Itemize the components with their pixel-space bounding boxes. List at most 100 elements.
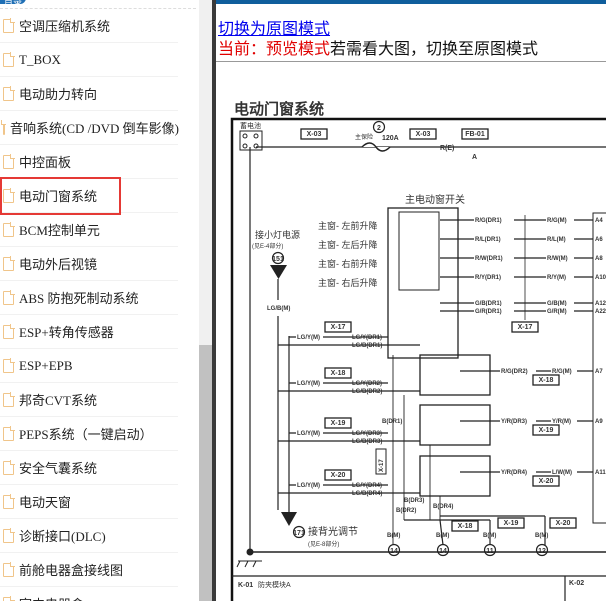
bcm-box: [592, 212, 606, 524]
label-bg: [500, 366, 536, 374]
label-bg: [474, 215, 514, 223]
footer-name: 防夹模块A: [258, 580, 291, 589]
pin-label: A11: [595, 470, 606, 476]
sidebar-item[interactable]: 电动天窗: [0, 485, 178, 519]
wire-label: R/W(DR1): [475, 256, 503, 262]
footer-code: K-02: [569, 580, 584, 587]
connector-label: FB-01: [465, 131, 485, 138]
pin-label: A12: [595, 301, 606, 307]
sidebar-item-label: 室内电器盒: [19, 594, 84, 601]
sidebar-item[interactable]: PEPS系统（一键启动）: [0, 417, 178, 451]
sidebar-item[interactable]: BCM控制单元: [0, 213, 178, 247]
label-bg: [296, 332, 323, 340]
sidebar-item-label: 电动外后视镜: [19, 257, 98, 272]
ground-icon: [236, 560, 262, 568]
wire-label: LG/B(DR2): [352, 389, 382, 395]
wire-label: B(DR4): [433, 504, 453, 510]
connector-box: [324, 417, 352, 429]
sidebar-item-label: ESP+EPB: [19, 357, 73, 373]
wire-label: B(M): [436, 533, 449, 539]
wire-label: LG/Y(M): [297, 483, 320, 489]
connector-box: [300, 128, 328, 140]
switch-title: 主电动窗开关: [405, 193, 465, 206]
switch-label: 主窗- 右前升降: [318, 258, 378, 269]
label-bg: [546, 234, 574, 242]
pin-label: A7: [595, 369, 603, 375]
connector-box: [532, 475, 560, 487]
label-bg: [474, 272, 514, 280]
connector-box: [511, 321, 539, 333]
sidebar-item[interactable]: 电动外后视镜: [0, 247, 178, 281]
connector-box: [409, 128, 437, 140]
sidebar-scrollbar-thumb[interactable]: [199, 345, 212, 601]
node-circle: [292, 525, 306, 539]
pin-label: A8: [595, 256, 603, 262]
wire-label: R/G(M): [547, 218, 567, 224]
wire-label: Y/R(M): [552, 419, 571, 425]
sidebar-tab[interactable]: 目录: [0, 0, 26, 7]
connector-label: X-20: [331, 472, 346, 479]
current-mode-label: 当前：预览模式: [218, 39, 331, 58]
sidebar-item-label: 电动门窗系统: [19, 189, 98, 204]
pin-label: A10: [595, 275, 606, 281]
sidebar-item[interactable]: 空调压缩机系统: [0, 9, 178, 43]
pane-divider[interactable]: [212, 0, 216, 601]
sidebar-item[interactable]: ABS 防抱死制动系统: [0, 281, 178, 315]
lamp-ref: (见E-4部分): [252, 242, 283, 250]
diagram-title: 电动门窗系统: [234, 100, 324, 118]
label-bg: [296, 480, 323, 488]
sidebar-item[interactable]: 中控面板: [0, 145, 178, 179]
backlight-ref: (见E-8部分): [308, 540, 339, 548]
sidebar-item[interactable]: 室内电器盒: [0, 587, 178, 601]
label-bg: [296, 378, 323, 386]
wire-label: LG/Y(DR2): [352, 381, 382, 387]
lamp-source-label: 接小灯电源: [255, 229, 300, 240]
file-icon: [3, 17, 15, 33]
sidebar-item[interactable]: 诊断接口(DLC): [0, 519, 178, 553]
sidebar-item-label: BCM控制单元: [19, 223, 100, 238]
label-bg: [551, 366, 577, 374]
file-icon: [3, 85, 15, 101]
label-bg: [546, 306, 574, 314]
connector-box: [532, 374, 560, 386]
file-icon: [3, 391, 15, 407]
wire-label: B(DR2): [396, 508, 416, 514]
battery-terminal: [242, 143, 248, 149]
sidebar-item[interactable]: 电动助力转向: [0, 77, 178, 111]
sidebar-item[interactable]: 邦奇CVT系统: [0, 383, 178, 417]
connector-label: X-17: [518, 324, 533, 331]
label-bg: [500, 416, 536, 424]
node-number: 151: [272, 256, 284, 263]
fuse-label: 主保险: [355, 133, 373, 141]
sidebar-item[interactable]: ESP+转角传感器: [0, 315, 178, 349]
connector-label: X-17: [331, 324, 346, 331]
sidebar-item[interactable]: T_BOX: [0, 43, 178, 77]
wire-label: B(M): [387, 533, 400, 539]
switch-original-mode-link[interactable]: 切换为原图模式: [218, 19, 331, 38]
wire-label: R/Y(DR1): [475, 275, 501, 281]
label-bg: [551, 467, 577, 475]
wire-label: R/G(DR2): [501, 369, 528, 375]
label-bg: [546, 298, 574, 306]
sidebar-item[interactable]: ESP+EPB: [0, 349, 178, 383]
file-icon: [3, 357, 15, 373]
label-bg: [474, 234, 514, 242]
wire-label: R/Y(M): [547, 275, 566, 281]
sidebar-item[interactable]: 安全气囊系统: [0, 451, 178, 485]
battery-icon: [239, 130, 263, 151]
wire-label: R/W(M): [547, 256, 568, 262]
wire-label: R/L(M): [547, 237, 566, 243]
wire: [439, 519, 444, 546]
sidebar-item[interactable]: 电动门窗系统: [0, 179, 178, 213]
sidebar-item[interactable]: 音响系统(CD /DVD 倒车影像): [0, 111, 179, 145]
wire-label: B(DR1): [382, 419, 402, 425]
mode-status: 当前：预览模式若需看大图，切换至原图模式: [218, 35, 538, 59]
fuse-rating: 120A: [382, 135, 399, 142]
switch-label: 主窗- 左后升降: [318, 239, 378, 250]
label-bg: [546, 272, 574, 280]
pin-label: A4: [595, 218, 603, 224]
file-icon: [3, 561, 15, 577]
sidebar-item[interactable]: 前舱电器盒接线图: [0, 553, 178, 587]
file-icon: [3, 153, 15, 169]
